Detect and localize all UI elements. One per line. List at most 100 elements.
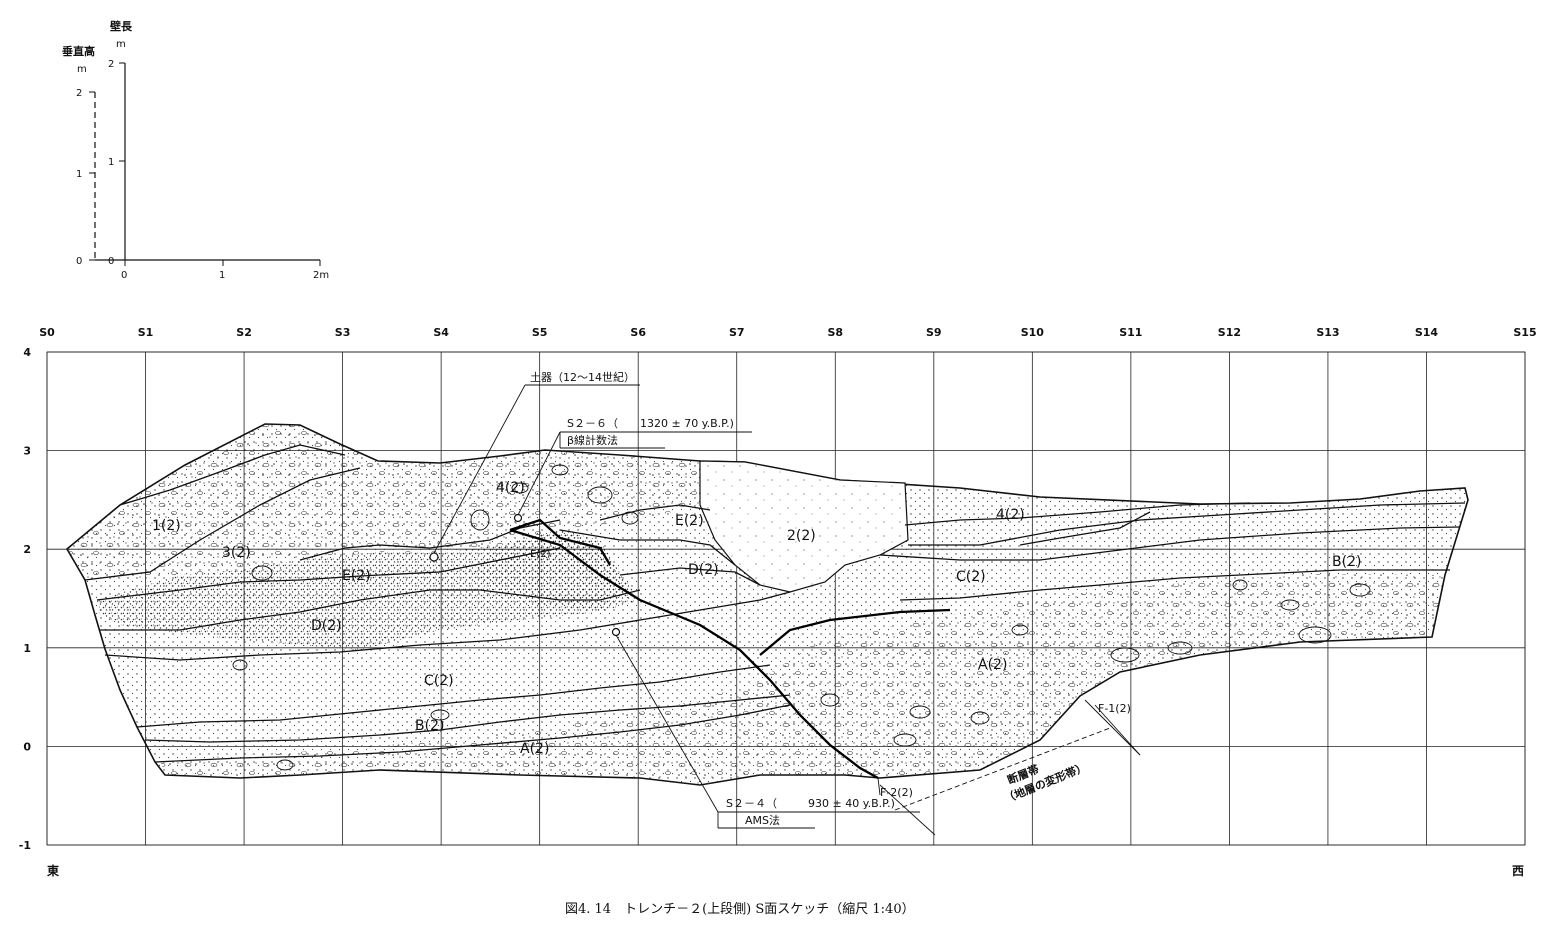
wall-length-label: 壁長 — [110, 19, 133, 33]
station-label-s7: S7 — [729, 326, 745, 339]
station-label-s3: S3 — [335, 326, 351, 339]
elevation-label-5: -1 — [19, 839, 31, 852]
boundary-3-4 — [299, 519, 561, 561]
boundary-c-b — [136, 664, 771, 728]
s2-4-age: 930 ± 40 y.B.P.) — [808, 797, 895, 810]
unit-4-label-right: 4(2) — [996, 507, 1025, 523]
boundary-a-base — [154, 704, 791, 763]
figure-caption: 図4. 14 トレンチ－２(上段側) S面スケッチ（縮尺 1:40） — [565, 901, 915, 917]
sample-s2-6-marker — [513, 513, 523, 523]
unit-2-texture — [700, 461, 908, 592]
scale-diagram: 壁長 m 垂直高 m 2 1 0 2 1 0 0 1 2m — [62, 19, 329, 281]
boundary-1-3 — [119, 444, 346, 506]
unit-d-label-left: D(2) — [311, 618, 342, 634]
unit-b-label-right: B(2) — [1332, 554, 1361, 570]
station-label-s9: S9 — [926, 326, 942, 339]
boundary-c-b-right — [879, 526, 1461, 561]
elevation-label-0: 4 — [23, 346, 31, 359]
station-label-s13: S13 — [1316, 326, 1339, 339]
unit-3-label: 3(2) — [222, 545, 251, 561]
fault-f2-branch — [759, 608, 951, 656]
station-label-s4: S4 — [433, 326, 449, 339]
station-label-s15: S15 — [1513, 326, 1536, 339]
unit-2-label: 2(2) — [787, 528, 816, 544]
unit-a-label-left: A(2) — [520, 741, 549, 757]
pottery-find-marker — [429, 552, 439, 562]
elevation-label-4: 0 — [23, 740, 31, 753]
station-label-s8: S8 — [827, 326, 843, 339]
wall-tick-label-0: 0 — [108, 256, 114, 267]
vert-tick-label-0: 0 — [76, 256, 82, 267]
fault-zone-left-tick — [879, 784, 936, 836]
station-label-s0: S0 — [39, 326, 55, 339]
boundary-b-a-right — [899, 569, 1450, 601]
s2-4-id: S２－４（ — [726, 797, 777, 810]
unit-e-label-left: E(2) — [342, 568, 371, 584]
sample-s2-4-marker — [611, 627, 621, 637]
vertical-height-label: 垂直高 — [62, 44, 95, 58]
wall-tick-label-2: 2 — [108, 59, 114, 70]
fault-f2 — [509, 528, 879, 780]
station-label-s11: S11 — [1119, 326, 1142, 339]
boundary-b-a — [144, 694, 791, 743]
pottery-label: 土器（12〜14世紀） — [530, 371, 635, 384]
station-labels: S0 S1 S2 S3 S4 S5 S6 S7 S8 S9 S10 S11 S12 S13 S14 S15 — [39, 326, 1536, 339]
stratigraphy — [65, 423, 1469, 786]
f2-tick — [877, 777, 881, 796]
rock-fragments — [232, 464, 1371, 771]
unit-a-label-right: A(2) — [978, 657, 1007, 673]
boundary-c-right-top — [908, 502, 1466, 546]
s2-6-id: S２－６（ — [567, 417, 618, 430]
elevation-label-3: 1 — [23, 642, 31, 655]
west-label: 西 — [1512, 864, 1524, 878]
horiz-tick-label-2: 2m — [313, 270, 329, 281]
station-label-s2: S2 — [236, 326, 252, 339]
wall-length-unit: m — [116, 39, 126, 50]
station-label-s14: S14 — [1415, 326, 1439, 339]
fault-f1-leader — [1084, 699, 1141, 756]
unit-d-dense-core — [470, 530, 630, 610]
elevation-label-2: 2 — [23, 543, 31, 556]
boundary-4-right-base — [904, 502, 1251, 526]
vert-tick-label-2: 2 — [76, 88, 82, 99]
fault-f2-upper — [509, 518, 611, 566]
boundary-4-upper-right — [1019, 511, 1151, 546]
unit-labels: 1(2) 3(2) 4(2) 4(2) 2(2) E(2) E(2) E(2) … — [152, 480, 1361, 757]
boundary-d-c — [100, 589, 641, 631]
station-label-s5: S5 — [532, 326, 548, 339]
s2-6-method: β線計数法 — [567, 433, 618, 447]
boundary-e-d-right — [559, 529, 736, 566]
s2-4-leader — [615, 634, 719, 813]
pottery-leader — [433, 384, 526, 554]
unit-d-label-right: D(2) — [688, 562, 719, 578]
station-label-s12: S12 — [1218, 326, 1241, 339]
fault-zone-right-tick — [1094, 704, 1141, 756]
s2-4-method: AMS法 — [745, 813, 780, 827]
s2-6-leader — [517, 431, 561, 516]
boundary-e-d — [96, 547, 561, 601]
unit-1-label: 1(2) — [152, 518, 181, 534]
station-label-s10: S10 — [1021, 326, 1045, 339]
fault-f2-label: F-2(2) — [880, 786, 913, 799]
vert-tick-label-1: 1 — [76, 169, 82, 180]
unit-b-label-left: B(2) — [415, 718, 444, 734]
fault-f1-label: F-1(2) — [1098, 702, 1131, 715]
boundary-base-1 — [84, 467, 361, 581]
unit-e-label-right: E(2) — [675, 513, 704, 529]
station-label-s1: S1 — [138, 326, 154, 339]
upper-units-pebbles — [67, 424, 700, 580]
station-label-s6: S6 — [630, 326, 646, 339]
boundary-c-top — [104, 591, 791, 661]
boundary-d-right — [619, 567, 761, 586]
horiz-tick-label-0: 0 — [121, 270, 127, 281]
unit-e-label-small: E(2) — [530, 549, 551, 560]
unit-c-label-right: C(2) — [956, 569, 986, 585]
east-label: 東 — [47, 863, 59, 878]
s2-6-age: 1320 ± 70 y.B.P.) — [640, 417, 734, 430]
unit-4-label-left: 4(2) — [496, 480, 525, 496]
boundary-4-e-right — [599, 504, 711, 521]
vertical-height-unit: m — [77, 64, 87, 75]
unit-a-pebbles — [160, 574, 1445, 785]
